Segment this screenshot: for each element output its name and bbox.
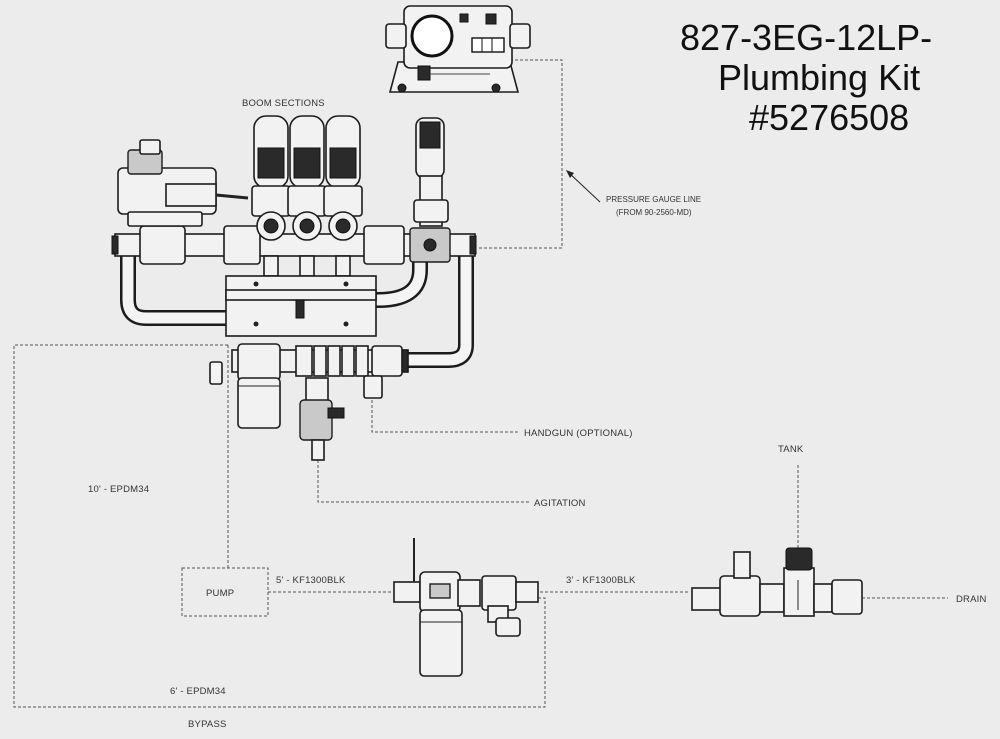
kit-part-number: #5276508 [749,97,910,138]
pressure-sensor [413,117,449,227]
gauge-dial-icon [410,14,454,58]
handgun-line [371,395,520,433]
strainer-assembly [393,538,539,677]
kit-title-line-1: 827-3EG-12LP- [680,17,933,58]
boom-section-valve-3 [323,115,363,241]
label-hose-10ft: 10' - EPDM34 [88,484,149,495]
label-tank: TANK [778,444,804,455]
boom-section-valve-1 [251,115,291,241]
kit-title-line-2: Plumbing Kit [718,57,921,98]
tank-drain-valve [691,547,863,617]
agitation-line [317,455,530,503]
label-bypass: BYPASS [188,719,227,730]
return-loop-pipes [120,242,474,368]
label-drain: DRAIN [956,594,987,605]
label-hose-5ft: 5' - KF1300BLK [276,575,346,586]
pressure-gauge-hose [478,59,563,249]
lower-manifold [209,343,409,461]
label-hose-6ft: 6' - EPDM34 [170,686,226,697]
controller-unit [385,5,531,93]
label-boom-sections: BOOM SECTIONS [242,98,325,109]
label-handgun: HANDGUN (OPTIONAL) [524,428,633,439]
regulating-valve [117,139,249,227]
label-hose-3ft: 3' - KF1300BLK [566,575,636,586]
main-header-pipe [111,225,477,265]
boom-section-valve-2 [287,115,327,241]
label-pressure-gauge-line: PRESSURE GAUGE LINE [606,195,701,204]
label-pump: PUMP [206,588,234,599]
label-agitation: AGITATION [534,498,586,509]
pressure-gauge-leader [567,171,601,203]
pump-box [181,567,269,617]
boom-section-valves [251,115,363,277]
leader-arrowhead [566,170,574,178]
label-pressure-gauge-source: (FROM 90-2560-MD) [616,208,692,217]
hose-10ft-line [13,344,546,708]
mounting-bracket [225,275,377,337]
